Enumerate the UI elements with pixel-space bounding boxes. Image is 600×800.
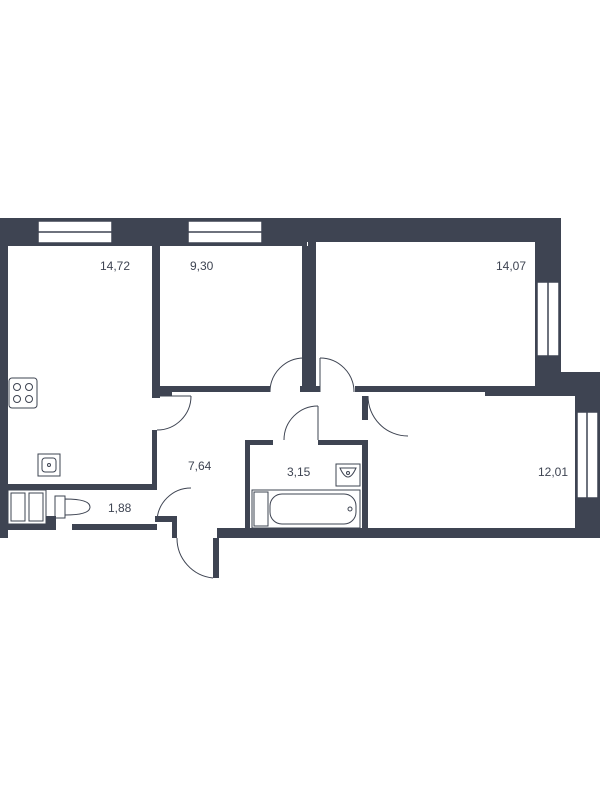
- wall-bedroom-bedroom-a: [302, 246, 308, 392]
- toilet-icon: [54, 495, 91, 519]
- area-kitchen: 14,72: [100, 259, 130, 273]
- wall-kitchen-hall-stub: [152, 390, 172, 396]
- wall-kitchen-bedroom: [152, 246, 160, 398]
- wall-top-right: [307, 218, 561, 242]
- wall-wc-top: [8, 484, 157, 490]
- area-wc: 1,88: [108, 501, 132, 515]
- stove-icon: [8, 377, 38, 409]
- door-bedroom-small: [269, 357, 305, 393]
- wall-bedroom-large-bottom: [355, 386, 535, 392]
- door-bathroom: [283, 405, 319, 441]
- door-wc: [156, 487, 192, 523]
- wall-bath-right: [362, 440, 368, 532]
- wall-bath-right-upper: [362, 396, 368, 420]
- wall-bath-top-a: [245, 440, 273, 445]
- door-kitchen: [156, 395, 192, 431]
- wall-entry-jamb-a: [155, 516, 177, 522]
- wall-bottom-wc-a: [8, 524, 46, 530]
- wall-bottom-wc-c: [72, 524, 157, 530]
- area-bedroom-large: 14,07: [496, 259, 526, 273]
- doors: [156, 357, 409, 579]
- washing-machine-icon: [7, 489, 47, 525]
- wall-bath-top-b: [318, 440, 365, 445]
- area-hallway: 7,64: [188, 459, 212, 473]
- wall-bottom-wc-b: [46, 516, 56, 530]
- door-bedroom-large: [319, 357, 355, 393]
- bathtub-icon: [251, 489, 361, 529]
- washbasin-icon: [335, 463, 361, 487]
- door-bedroom-right: [367, 395, 409, 437]
- area-bedroom-small: 9,30: [190, 259, 214, 273]
- wall-bottom-right: [217, 528, 600, 538]
- area-bedroom-right: 12,01: [538, 465, 568, 479]
- wall-door-stub: [300, 386, 320, 392]
- fixtures: [7, 377, 361, 529]
- area-bathroom: 3,15: [287, 465, 311, 479]
- wall-bath-left: [245, 440, 250, 532]
- wall-bottom-left-corner: [0, 522, 8, 538]
- entry-door-leaf: [213, 538, 219, 578]
- wall-entry-jamb-b: [172, 516, 177, 538]
- area-labels: 14,72 9,30 14,07 12,01 7,64 3,15 1,88: [100, 259, 568, 515]
- wall-left: [0, 218, 8, 536]
- wall-kitchen-hall-lower: [152, 430, 157, 486]
- door-entry: [176, 537, 214, 579]
- wall-bedroom-hall: [152, 386, 270, 392]
- wall-right-room-top: [485, 386, 575, 396]
- windows: [37, 220, 599, 499]
- sink-icon: [37, 453, 61, 477]
- wall-bedroom-bedroom-b: [308, 242, 316, 392]
